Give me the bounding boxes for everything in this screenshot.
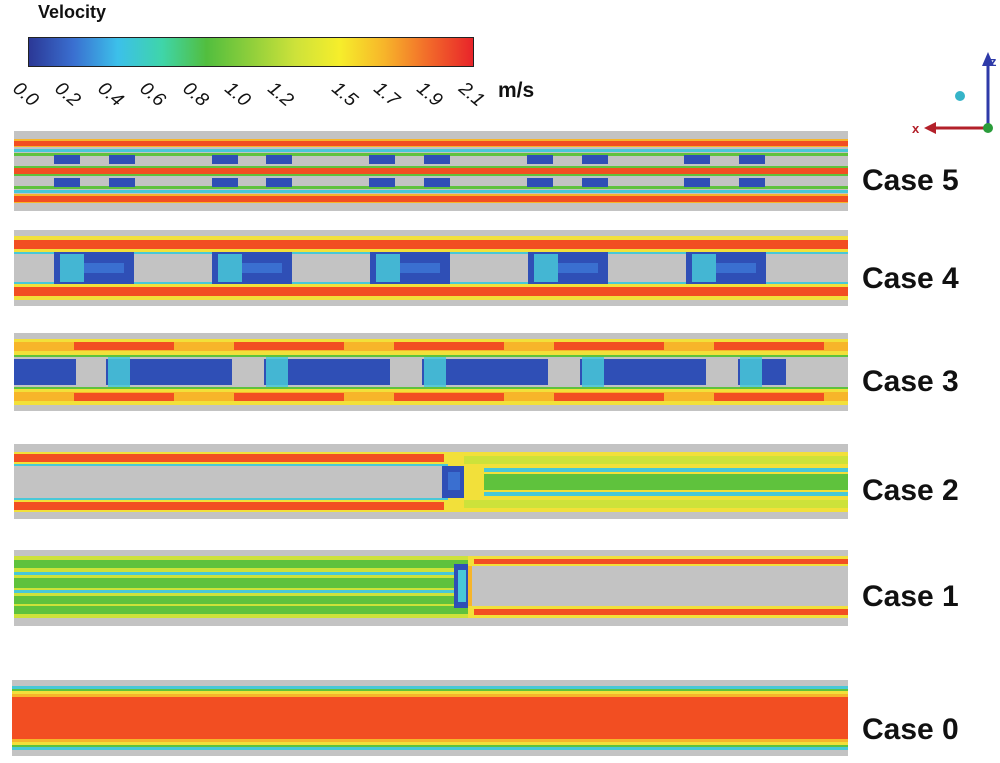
case-0-contour bbox=[12, 680, 848, 756]
colorbar-tick: 0.0 bbox=[8, 78, 43, 112]
colorbar-tick: 1.7 bbox=[369, 78, 404, 112]
y-axis-dot bbox=[955, 91, 965, 101]
case-3-contour bbox=[14, 333, 848, 411]
colorbar-title: Velocity bbox=[38, 2, 107, 22]
case-5-label: Case 5 bbox=[862, 164, 959, 197]
case-4-label: Case 4 bbox=[862, 262, 959, 295]
colorbar-tick: 1.9 bbox=[412, 78, 446, 112]
axis-triad: z x bbox=[912, 52, 997, 136]
x-axis-label: x bbox=[912, 121, 920, 136]
z-axis-arrow bbox=[982, 52, 994, 66]
case-1-label: Case 1 bbox=[862, 580, 959, 613]
colorbar-tick: 1.0 bbox=[220, 78, 255, 112]
colorbar-tick: 0.4 bbox=[93, 78, 128, 112]
case-4-contour bbox=[14, 230, 848, 306]
colorbar-tick: 1.2 bbox=[263, 78, 298, 112]
case-3-label: Case 3 bbox=[862, 365, 959, 398]
x-axis-arrow bbox=[924, 122, 936, 134]
colorbar-unit: m/s bbox=[498, 79, 535, 102]
origin-dot bbox=[983, 123, 993, 133]
colorbar-tick: 0.6 bbox=[135, 78, 170, 112]
case-2-label: Case 2 bbox=[862, 474, 959, 507]
case-1-contour bbox=[14, 550, 848, 626]
case-2-contour bbox=[14, 444, 848, 519]
colorbar-tick: 1.5 bbox=[327, 78, 361, 112]
colorbar-tick: 0.2 bbox=[50, 78, 85, 112]
case-5-contour bbox=[14, 131, 848, 211]
case-0-label: Case 0 bbox=[862, 713, 959, 746]
colorbar-tick: 2.1 bbox=[454, 78, 489, 112]
velocity-colorbar bbox=[28, 37, 474, 67]
z-axis-label: z bbox=[990, 54, 997, 69]
colorbar-tick: 0.8 bbox=[178, 78, 213, 112]
